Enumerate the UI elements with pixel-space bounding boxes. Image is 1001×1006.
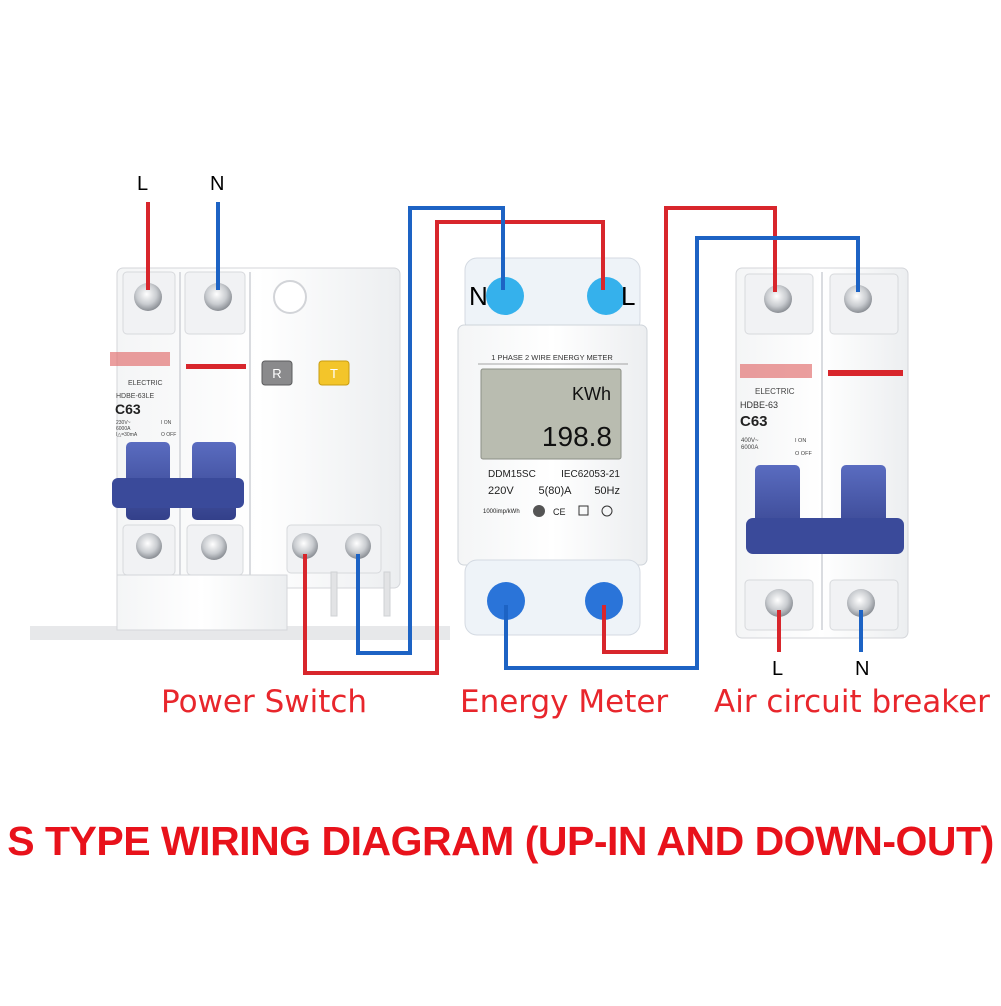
ps-model-text: HDBE-63LE	[116, 393, 154, 400]
meter-terminal-n	[486, 277, 524, 315]
wire-switch-to-meter-n	[356, 206, 505, 655]
caption-power-switch: Power Switch	[161, 684, 368, 720]
screw-icon	[201, 534, 227, 560]
screw-icon	[765, 589, 793, 617]
energy-meter: 1 PHASE 2 WIRE ENERGY METER KWh 198.8 DD…	[457, 257, 648, 636]
acb-on-text: I ON	[795, 438, 806, 444]
screw-icon	[204, 283, 232, 311]
acb-spec-2: 6000A	[741, 445, 758, 451]
screw-icon	[292, 533, 318, 559]
r-button-label: R	[272, 366, 281, 381]
ps-spec-3: I△=30mA	[116, 432, 138, 438]
caption-air-circuit-breaker: Air circuit breaker	[714, 684, 990, 720]
screw-icon	[847, 589, 875, 617]
screw-icon	[134, 283, 162, 311]
label-meter-l: L	[621, 281, 636, 311]
acb-model-text: HDBE-63	[740, 400, 778, 410]
meter-header: 1 PHASE 2 WIRE ENERGY METER	[491, 353, 613, 362]
label-supply-n: N	[210, 173, 225, 195]
acb-electric-text: ELECTRIC	[755, 387, 795, 396]
breaker-handle-bar	[746, 518, 904, 554]
red-indicator-strip	[186, 364, 246, 369]
meter-lcd	[480, 368, 622, 460]
meter-terminal-bottom-left	[487, 582, 525, 620]
ps-on-text: I ON	[161, 420, 172, 426]
acb-rating-text: C63	[740, 413, 768, 430]
r-test-button[interactable]	[261, 360, 293, 386]
t-test-button[interactable]	[318, 360, 350, 386]
pulse-led-icon	[533, 505, 545, 517]
wire-meter-to-breaker-n	[504, 236, 860, 670]
wire-meter-to-breaker-l	[602, 206, 777, 654]
meter-unit: KWh	[572, 384, 611, 404]
ps-rating-text: C63	[115, 401, 141, 417]
power-switch: ELECTRIC HDBE-63LE C63 230V~ 6000A I△=30…	[110, 267, 401, 631]
double-insulation-icon	[578, 505, 589, 516]
acb-spec-1: 400V~	[741, 438, 759, 444]
meter-voltage: 220V	[488, 485, 514, 497]
wires	[146, 202, 863, 675]
ps-spec-1: 230V~	[116, 420, 131, 426]
caption-energy-meter: Energy Meter	[460, 684, 669, 720]
ps-off-text: O OFF	[161, 432, 176, 438]
meter-impulse: 1000imp/kWh	[483, 509, 520, 515]
label-meter-n: N	[469, 281, 488, 311]
meter-current: 5(80)A	[538, 485, 572, 497]
meter-terminal-bottom-right	[585, 582, 623, 620]
ps-spec-2: 6000A	[116, 426, 131, 432]
t-button-label: T	[330, 366, 338, 381]
screw-icon	[844, 285, 872, 313]
air-circuit-breaker: ELECTRIC HDBE-63 C63 400V~ 6000A I ON O …	[735, 267, 909, 639]
brand-logo	[740, 364, 812, 378]
label-supply-l: L	[137, 173, 149, 195]
meter-frequency: 50Hz	[594, 485, 620, 497]
ps-electric-text: ELECTRIC	[128, 380, 163, 387]
meter-ce-mark: CE	[553, 507, 566, 517]
screw-icon	[345, 533, 371, 559]
meter-standard: IEC62053-21	[561, 469, 620, 480]
meter-model: DDM15SC	[488, 469, 536, 480]
red-indicator-strip	[828, 370, 903, 376]
diagram-title: S TYPE WIRING DIAGRAM (UP-IN AND DOWN-OU…	[7, 818, 994, 864]
acb-off-text: O OFF	[795, 451, 812, 457]
power-switch-handle-bar	[112, 478, 244, 508]
wire-switch-to-meter-l	[303, 220, 605, 675]
label-out-n: N	[855, 658, 870, 680]
screw-icon	[764, 285, 792, 313]
screw-icon	[136, 533, 162, 559]
brand-logo	[110, 352, 170, 366]
power-icon	[601, 505, 613, 517]
meter-terminal-l	[587, 277, 625, 315]
meter-reading: 198.8	[542, 421, 612, 452]
label-out-l: L	[772, 658, 784, 680]
